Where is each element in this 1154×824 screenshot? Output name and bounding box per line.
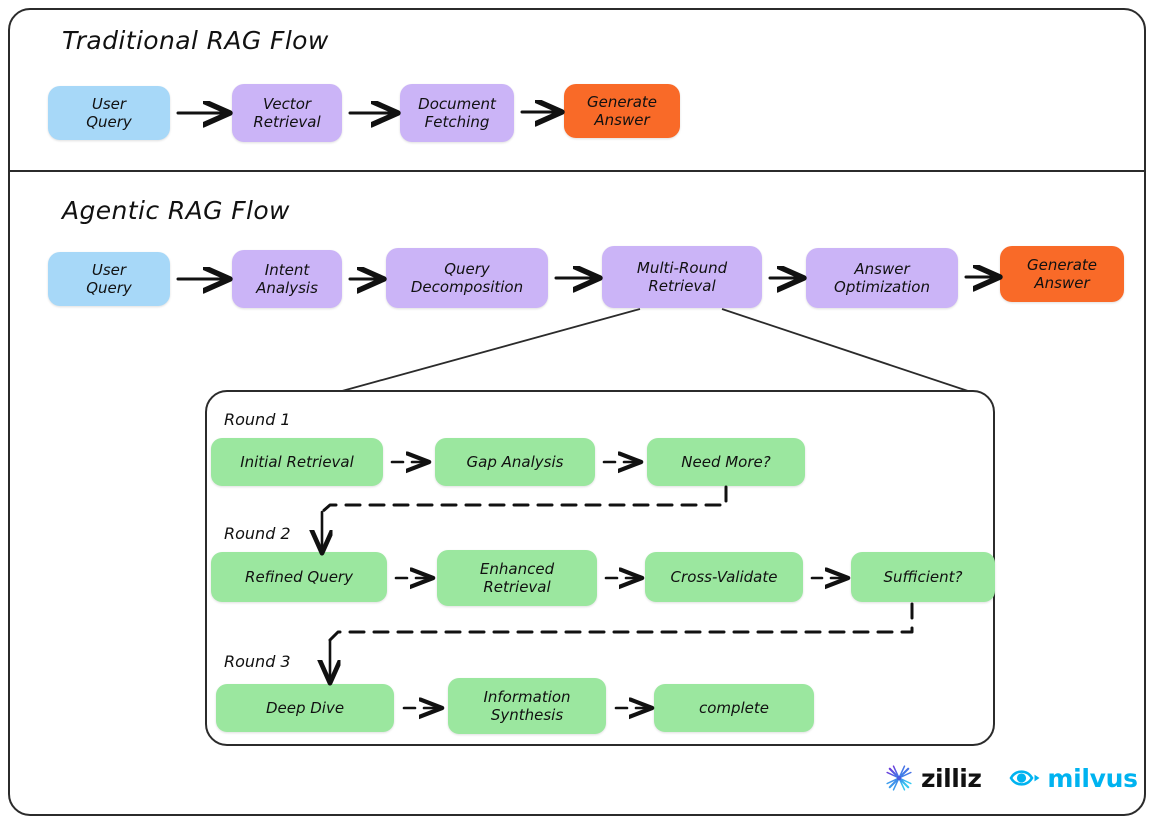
node-refined-query[interactable]: Refined Query — [211, 552, 387, 602]
milvus-eye-icon — [1009, 770, 1040, 786]
branding-logos: zilliz milvus — [884, 757, 1138, 799]
node-need-more[interactable]: Need More? — [647, 438, 805, 486]
node-sufficient[interactable]: Sufficient? — [851, 552, 995, 602]
zilliz-logo: zilliz — [884, 763, 982, 793]
node-complete[interactable]: complete — [654, 684, 814, 732]
zilliz-wordmark: zilliz — [921, 763, 982, 793]
node-cross-validate[interactable]: Cross-Validate — [645, 552, 803, 602]
milvus-logo: milvus — [1009, 763, 1138, 793]
round-2-label: Round 2 — [224, 524, 291, 543]
round-1-label: Round 1 — [224, 410, 291, 429]
zilliz-starburst-icon — [884, 763, 914, 793]
section-title-agentic: Agentic RAG Flow — [62, 196, 290, 225]
section-title-traditional: Traditional RAG Flow — [62, 26, 329, 55]
section-divider — [10, 170, 1144, 172]
node-deep-dive[interactable]: Deep Dive — [216, 684, 394, 732]
node-gap-analysis[interactable]: Gap Analysis — [435, 438, 595, 486]
milvus-wordmark: milvus — [1047, 763, 1138, 793]
node-initial-retrieval[interactable]: Initial Retrieval — [211, 438, 383, 486]
round-3-label: Round 3 — [224, 652, 291, 671]
